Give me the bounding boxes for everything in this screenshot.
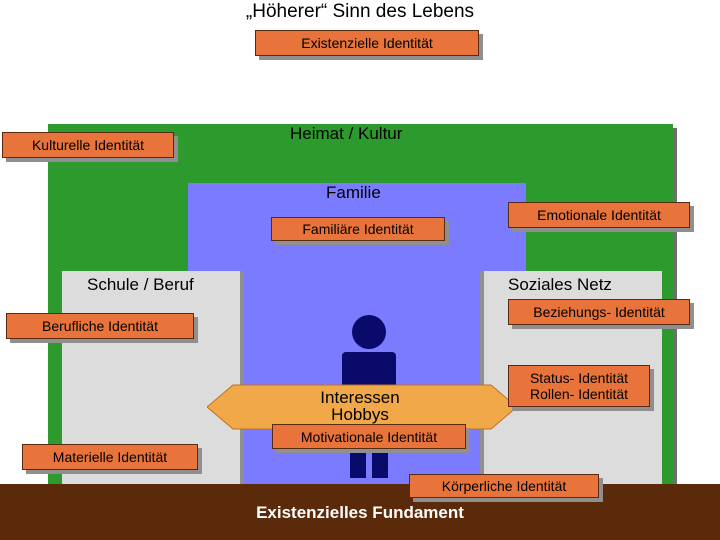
- diagram-title: „Höherer“ Sinn des Lebens: [245, 1, 475, 22]
- existential-identity-label: Existenzielle Identität: [255, 30, 479, 56]
- professional-identity-label: Berufliche Identität: [6, 313, 194, 339]
- foundation-heading: Existenzielles Fundament: [256, 503, 464, 522]
- body-identity-label: Körperliche Identität: [409, 474, 599, 498]
- motivational-identity-label: Motivationale Identität: [272, 424, 466, 449]
- social-network-heading: Soziales Netz: [508, 275, 612, 294]
- status-identity-text: Status- Identität: [529, 370, 629, 386]
- role-identity-text: Rollen- Identität: [529, 386, 629, 402]
- foundation-area: [0, 484, 720, 540]
- family-identity-label: Familiäre Identität: [271, 217, 445, 241]
- family-area-heading: Familie: [326, 183, 381, 202]
- status-role-identity-label: Status- Identität Rollen- Identität: [508, 365, 650, 407]
- relationship-identity-label: Beziehungs- Identität: [508, 299, 690, 325]
- interests-line1: Interessen: [320, 388, 400, 407]
- culture-area-heading: Heimat / Kultur: [290, 124, 403, 143]
- school-work-heading: Schule / Beruf: [87, 275, 194, 294]
- interests-line2: Hobbys: [331, 405, 389, 424]
- cultural-identity-label: Kulturelle Identität: [2, 132, 174, 158]
- material-identity-label: Materielle Identität: [22, 444, 198, 470]
- double-arrow-icon: [207, 384, 517, 430]
- emotional-identity-label: Emotionale Identität: [508, 202, 690, 228]
